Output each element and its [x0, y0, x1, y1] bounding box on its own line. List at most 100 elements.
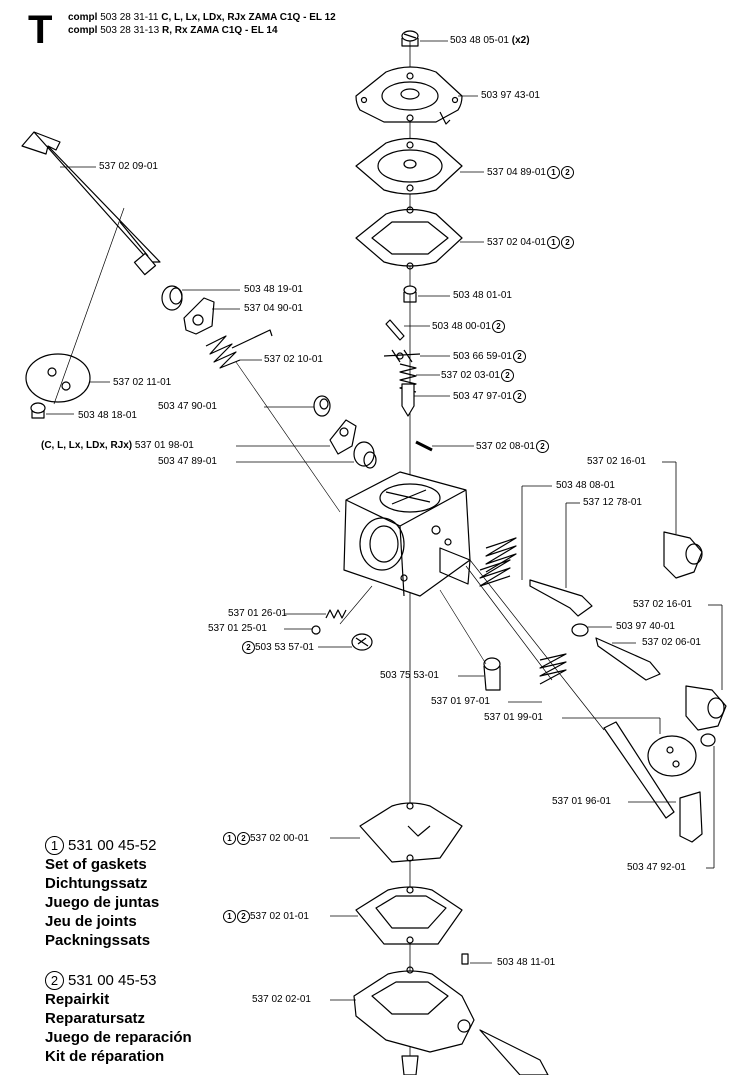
- cap-part-2: [685, 685, 727, 731]
- bushing-part: [161, 285, 183, 311]
- metering-gasket-part: [359, 802, 463, 863]
- part-number: 503 48 01-01: [453, 290, 512, 301]
- bottom-fitting-part: [479, 1029, 549, 1075]
- part-label-537-12-78-01: 537 12 78-01: [583, 497, 642, 509]
- part-number: 503 47 90-01: [158, 401, 217, 412]
- part-number: 537 04 90-01: [244, 303, 303, 314]
- plate-screw-part: [30, 402, 46, 419]
- throttle-lever-part: [183, 297, 215, 335]
- kit-mark: 2: [491, 320, 505, 333]
- kit-mark: 2: [500, 369, 514, 382]
- part-number: 537 02 09-01: [99, 161, 158, 172]
- part-label-537-01-96-01: 537 01 96-01: [552, 796, 611, 808]
- part-label-503-97-40-01: 503 97 40-01: [616, 621, 675, 633]
- leader-lines: [46, 40, 723, 1001]
- part-label-537-04-90-01: 537 04 90-01: [244, 303, 303, 315]
- part-number: 503 48 19-01: [244, 284, 303, 295]
- assembly-header-line-1: compl 503 28 31-11 C, L, Lx, LDx, RJx ZA…: [68, 12, 336, 24]
- part-number: 503 75 53-01: [380, 670, 439, 681]
- legend-line: Jeu de joints: [45, 913, 137, 930]
- kit-mark: 2: [560, 236, 574, 249]
- part-number: 537 01 99-01: [484, 712, 543, 723]
- legend-line: Juego de juntas: [45, 894, 160, 911]
- kit-mark: 1: [546, 236, 560, 249]
- spring-part-2: [539, 653, 567, 685]
- legend-line: Juego de reparación: [45, 1029, 192, 1046]
- kit-mark: 2: [512, 350, 526, 363]
- choke-shaft-part: [603, 721, 703, 843]
- kit-mark: 1: [546, 166, 560, 179]
- part-label-503-48-05-01: 503 48 05-01 (x2): [450, 35, 530, 47]
- kit-mark: 2: [512, 390, 526, 403]
- legend-line: Reparatursatz: [45, 1010, 146, 1027]
- part-label-503-47-89-01: 503 47 89-01: [158, 456, 217, 468]
- adjusting-needle-part: [529, 579, 593, 617]
- part-number: 537 12 78-01: [583, 497, 642, 508]
- cap-part: [663, 531, 703, 579]
- legend-mark: 1: [45, 836, 64, 855]
- part-label-503-75-53-01: 503 75 53-01: [380, 670, 439, 682]
- part-number: 537 02 02-01: [252, 994, 311, 1005]
- choke-lever-part: [329, 419, 357, 455]
- part-number: 537 02 16-01: [587, 456, 646, 467]
- legend-line: Set of gaskets: [45, 856, 147, 873]
- part-number: 503 47 89-01: [158, 456, 217, 467]
- part-number: 537 02 11-01: [113, 377, 172, 388]
- part-number: 537 02 04-01: [487, 237, 546, 249]
- part-label-537-02-11-01: 537 02 11-01: [113, 377, 171, 389]
- gasket-part: [355, 206, 463, 270]
- part-number: 503 48 08-01: [556, 480, 615, 491]
- diaphragm-part: [355, 137, 463, 195]
- part-label-537-01-26-01: 537 01 26-01: [228, 608, 287, 620]
- part-number: 503 47 97-01: [453, 391, 512, 403]
- throttle-plate-part: [25, 353, 91, 403]
- part-label-503-48-11-01: 503 48 11-01: [497, 957, 555, 969]
- part-number: 537 02 16-01: [633, 599, 692, 610]
- lever-part: [383, 349, 421, 363]
- pump-cover-part: [355, 66, 463, 125]
- header-description: C, L, Lx, LDx, RJx ZAMA C1Q - EL 12: [161, 12, 336, 23]
- part-label-537-02-16-01: 537 02 16-01: [633, 599, 692, 611]
- part-number: 503 97 40-01: [616, 621, 675, 632]
- part-number: 503 48 00-01: [432, 321, 491, 333]
- legend-line: Repairkit: [45, 991, 110, 1008]
- pin-part-2: [461, 953, 469, 965]
- header-description: R, Rx ZAMA C1Q - EL 14: [161, 25, 278, 36]
- small-screw-part: [403, 285, 417, 303]
- screw-part: [401, 30, 419, 47]
- part-label-503-47-92-01: 503 47 92-01: [627, 862, 686, 874]
- part-number: 537 02 01-01: [250, 911, 309, 923]
- part-number: 503 47 92-01: [627, 862, 686, 873]
- legend-code: 531 00 45-52: [68, 837, 157, 854]
- part-label-537-02-06-01: 537 02 06-01: [642, 637, 701, 649]
- part-number: 503 66 59-01: [453, 351, 512, 363]
- pin-part: [385, 319, 405, 341]
- kit-mark: 2: [242, 641, 255, 654]
- part-number: 537 02 00-01: [250, 833, 309, 845]
- choke-screw-part: [700, 733, 716, 747]
- kit-mark: 2: [560, 166, 574, 179]
- legend-mark: 2: [45, 971, 64, 990]
- part-number: 537 01 25-01: [208, 623, 267, 634]
- part-number: 537 01 98-01: [134, 440, 194, 451]
- legend-code: 531 00 45-53: [68, 972, 157, 989]
- cover-bottom-part: [353, 966, 475, 1053]
- part-label-537-02-10-01: 537 02 10-01: [264, 354, 323, 366]
- bottom-screw-part: [401, 1055, 419, 1075]
- part-number: 537 02 03-01: [441, 370, 500, 382]
- part-label-503-48-01-01: 503 48 01-01: [453, 290, 512, 302]
- part-label-503-48-18-01: 503 48 18-01: [78, 410, 137, 422]
- kit-mark: 2: [237, 832, 250, 845]
- part-number: 537 01 97-01: [431, 696, 490, 707]
- assembly-header-line-2: compl 503 28 31-13 R, Rx ZAMA C1Q - EL 1…: [68, 25, 278, 37]
- part-label-537-02-02-01: 537 02 02-01: [252, 994, 311, 1006]
